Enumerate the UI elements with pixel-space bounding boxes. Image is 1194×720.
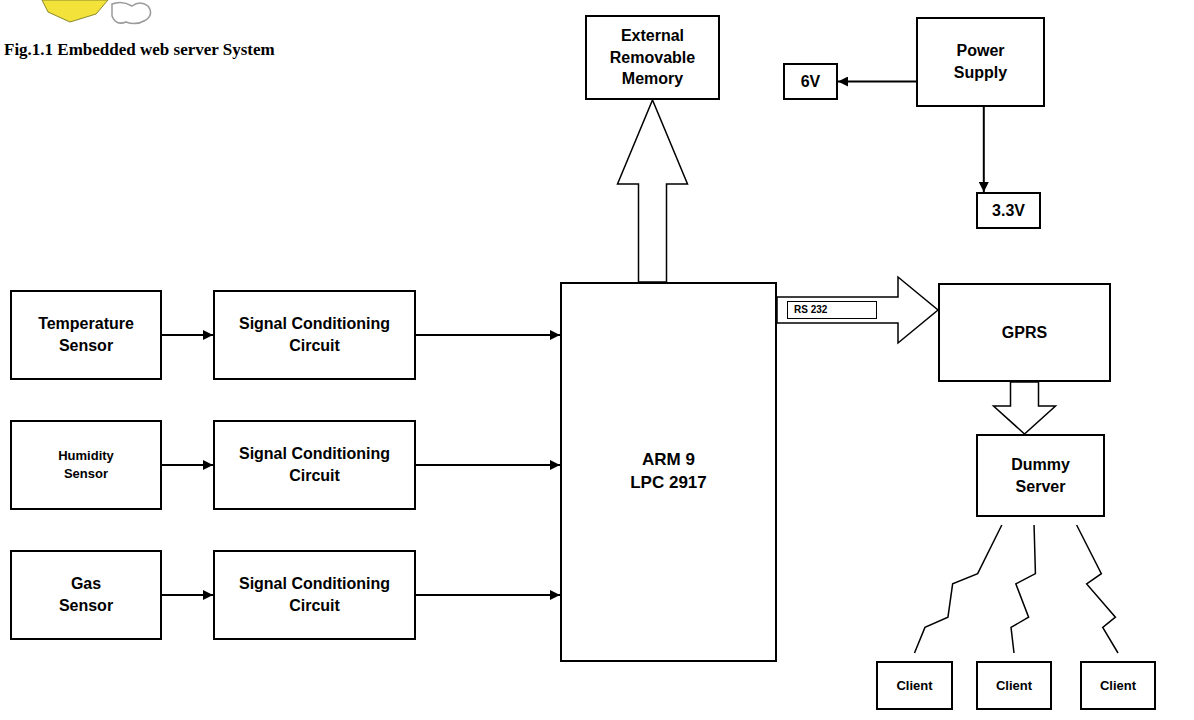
cropped-figure <box>42 0 108 22</box>
storage-box: External Removable Memory <box>585 15 720 100</box>
box-text-wrap: External Removable Memory <box>597 25 709 90</box>
server-box: Dummy Server <box>976 434 1105 517</box>
signal-arrow <box>983 107 985 192</box>
box-text-wrap: Client <box>884 677 946 695</box>
voltage-box: 3.3V <box>976 192 1041 229</box>
box-label: Dummy Server <box>1005 454 1077 497</box>
signal-arrow <box>416 594 560 596</box>
box-text-wrap: Dummy Server <box>1005 454 1077 497</box>
sensor-box: Temperature Sensor <box>10 290 162 380</box>
hollow-arrow <box>618 100 688 282</box>
box-label: Gas Sensor <box>50 573 122 616</box>
processor-box: ARM 9 LPC 2917 <box>560 282 777 662</box>
client-box: Client <box>876 661 953 710</box>
signal-arrow <box>416 334 560 336</box>
box-label: Temperature Sensor <box>24 313 148 356</box>
conditioning-box: Signal Conditioning Circuit <box>213 290 416 380</box>
hollow-arrow <box>994 382 1056 434</box>
conditioning-box: Signal Conditioning Circuit <box>213 550 416 640</box>
box-text-wrap: Signal Conditioning Circuit <box>229 443 401 486</box>
figure-caption: Fig.1.1 Embedded web server System <box>4 40 275 60</box>
box-text-wrap: Client <box>1087 677 1149 695</box>
box-label: Signal Conditioning Circuit <box>229 573 401 616</box>
box-label: Signal Conditioning Circuit <box>229 443 401 486</box>
wireless-link <box>915 525 1002 653</box>
box-label: Client <box>1087 677 1149 695</box>
box-text-wrap: 3.3V <box>981 200 1036 222</box>
signal-arrow <box>162 464 213 466</box>
signal-arrow <box>162 334 213 336</box>
box-text-wrap: GPRS <box>965 322 1085 344</box>
box-label: 3.3V <box>981 200 1036 222</box>
box-label: Client <box>884 677 946 695</box>
sensor-box: Humidity Sensor <box>10 420 162 510</box>
signal-arrow <box>162 594 213 596</box>
sensor-box: Gas Sensor <box>10 550 162 640</box>
wireless-link <box>1011 525 1035 653</box>
box-label: Client <box>983 677 1045 695</box>
box-text-wrap: Gas Sensor <box>50 573 122 616</box>
signal-arrow <box>416 464 560 466</box>
box-label: Power Supply <box>945 40 1017 83</box>
signal-arrow <box>838 81 916 83</box>
box-label: GPRS <box>965 322 1085 344</box>
interface-label: RS 232 <box>787 301 877 319</box>
cropped-gear <box>112 2 151 23</box>
box-label: Humidity Sensor <box>36 447 136 482</box>
box-text-wrap: ARM 9 LPC 2917 <box>624 449 714 495</box>
power-box: Power Supply <box>916 17 1045 107</box>
box-text-wrap: Power Supply <box>945 40 1017 83</box>
voltage-box: 6V <box>783 63 838 100</box>
box-label: ARM 9 LPC 2917 <box>624 449 714 495</box>
box-label: 6V <box>788 71 833 93</box>
box-text-wrap: Signal Conditioning Circuit <box>229 573 401 616</box>
conditioning-box: Signal Conditioning Circuit <box>213 420 416 510</box>
box-text-wrap: Client <box>983 677 1045 695</box>
client-box: Client <box>976 661 1052 710</box>
box-label: Signal Conditioning Circuit <box>229 313 401 356</box>
client-box: Client <box>1080 661 1156 710</box>
modem-box: GPRS <box>938 283 1111 382</box>
box-text-wrap: Temperature Sensor <box>24 313 148 356</box>
box-text-wrap: Signal Conditioning Circuit <box>229 313 401 356</box>
box-text-wrap: 6V <box>788 71 833 93</box>
hollow-arrow <box>777 277 938 343</box>
wireless-link <box>1077 525 1118 653</box>
box-text-wrap: Humidity Sensor <box>36 447 136 482</box>
box-label: External Removable Memory <box>597 25 709 90</box>
